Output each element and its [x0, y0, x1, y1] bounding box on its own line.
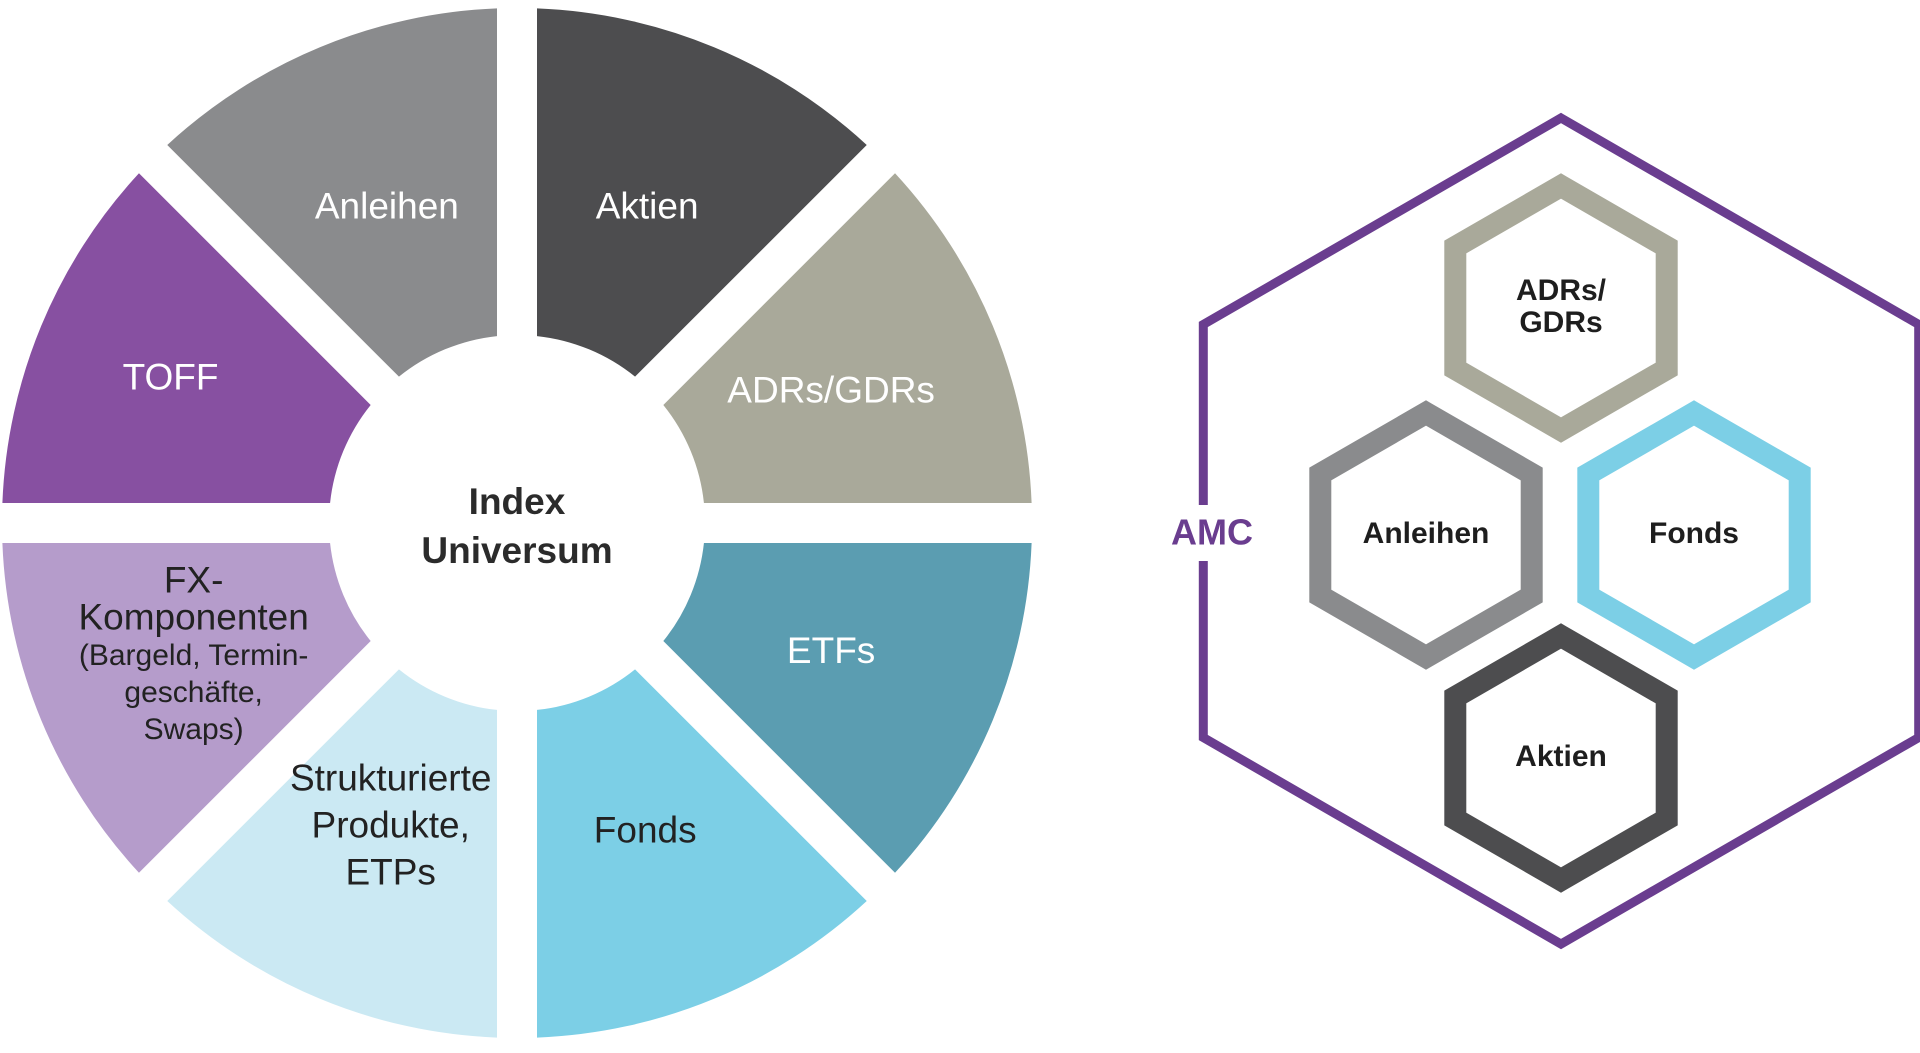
segment-strukturierte-produkte-label-line: Strukturierte: [290, 758, 492, 799]
segment-fx-komponenten-label-line: (Bargeld, Termin-: [79, 639, 309, 672]
segment-fx-komponenten: [2, 543, 371, 873]
segment-anleihen-label: Anleihen: [315, 186, 459, 227]
wheel-center: Index Universum: [421, 481, 612, 571]
amc-label-background: [1158, 505, 1268, 561]
amc-label: AMC: [1171, 512, 1253, 553]
segment-adrs-gdrs-label-line: ADRs/GDRs: [727, 370, 935, 411]
hex-aktien-shape: [1444, 623, 1678, 893]
segment-adrs-gdrs-label: ADRs/GDRs: [727, 370, 935, 411]
hex-anleihen-shape: [1309, 400, 1543, 670]
segment-toff-label: TOFF: [123, 356, 219, 397]
segment-fonds: [537, 669, 867, 1038]
amc-outer-hexagon: [1198, 112, 1920, 950]
segment-toff-label-line: TOFF: [123, 356, 219, 397]
hex-fonds-label: Fonds: [1649, 517, 1739, 550]
hex-aktien: Aktien: [1444, 623, 1678, 893]
center-label-line1: Index: [469, 481, 566, 522]
center-label-line2: Universum: [421, 530, 612, 571]
segment-strukturierte-produkte: [167, 669, 498, 1038]
segment-fx-komponenten-label: FX-Komponenten(Bargeld, Termin-geschäfte…: [78, 560, 308, 746]
hex-adrs-gdrs-label: GDRs: [1519, 306, 1602, 339]
hex-anleihen-label: Anleihen: [1363, 517, 1490, 550]
segment-fonds-label: Fonds: [594, 809, 697, 850]
segment-fonds-label-line: Fonds: [594, 809, 697, 850]
hex-fonds-shape: [1577, 400, 1811, 670]
segment-anleihen: [167, 8, 498, 377]
segment-adrs-gdrs: [663, 173, 1032, 504]
segment-anleihen-label-line: Anleihen: [315, 186, 459, 227]
segment-aktien-label: Aktien: [596, 186, 699, 227]
segment-etfs-label: ETFs: [787, 630, 875, 671]
segment-fx-komponenten-label-line: geschäfte,: [124, 676, 262, 709]
hex-adrs-gdrs-shape: [1444, 173, 1678, 443]
hex-fonds: Fonds: [1577, 400, 1811, 670]
segment-aktien: [537, 8, 867, 377]
segment-fx-komponenten-label-line: Swaps): [144, 713, 244, 746]
hex-adrs-gdrs-label: ADRs/: [1516, 274, 1607, 307]
hex-aktien-label: Aktien: [1515, 740, 1607, 773]
hex-anleihen: Anleihen: [1309, 400, 1543, 670]
segment-etfs: [663, 543, 1032, 873]
segment-fx-komponenten-label-line: FX-: [164, 560, 224, 601]
segment-etfs-label-line: ETFs: [787, 630, 875, 671]
segment-strukturierte-produkte-label-line: ETPs: [345, 852, 435, 893]
hex-adrs-gdrs: ADRs/GDRs: [1444, 173, 1678, 443]
segment-fx-komponenten-label-line: Komponenten: [78, 597, 308, 638]
segment-strukturierte-produkte-label-line: Produkte,: [312, 805, 470, 846]
segment-toff: [2, 173, 371, 504]
segment-aktien-label-line: Aktien: [596, 186, 699, 227]
